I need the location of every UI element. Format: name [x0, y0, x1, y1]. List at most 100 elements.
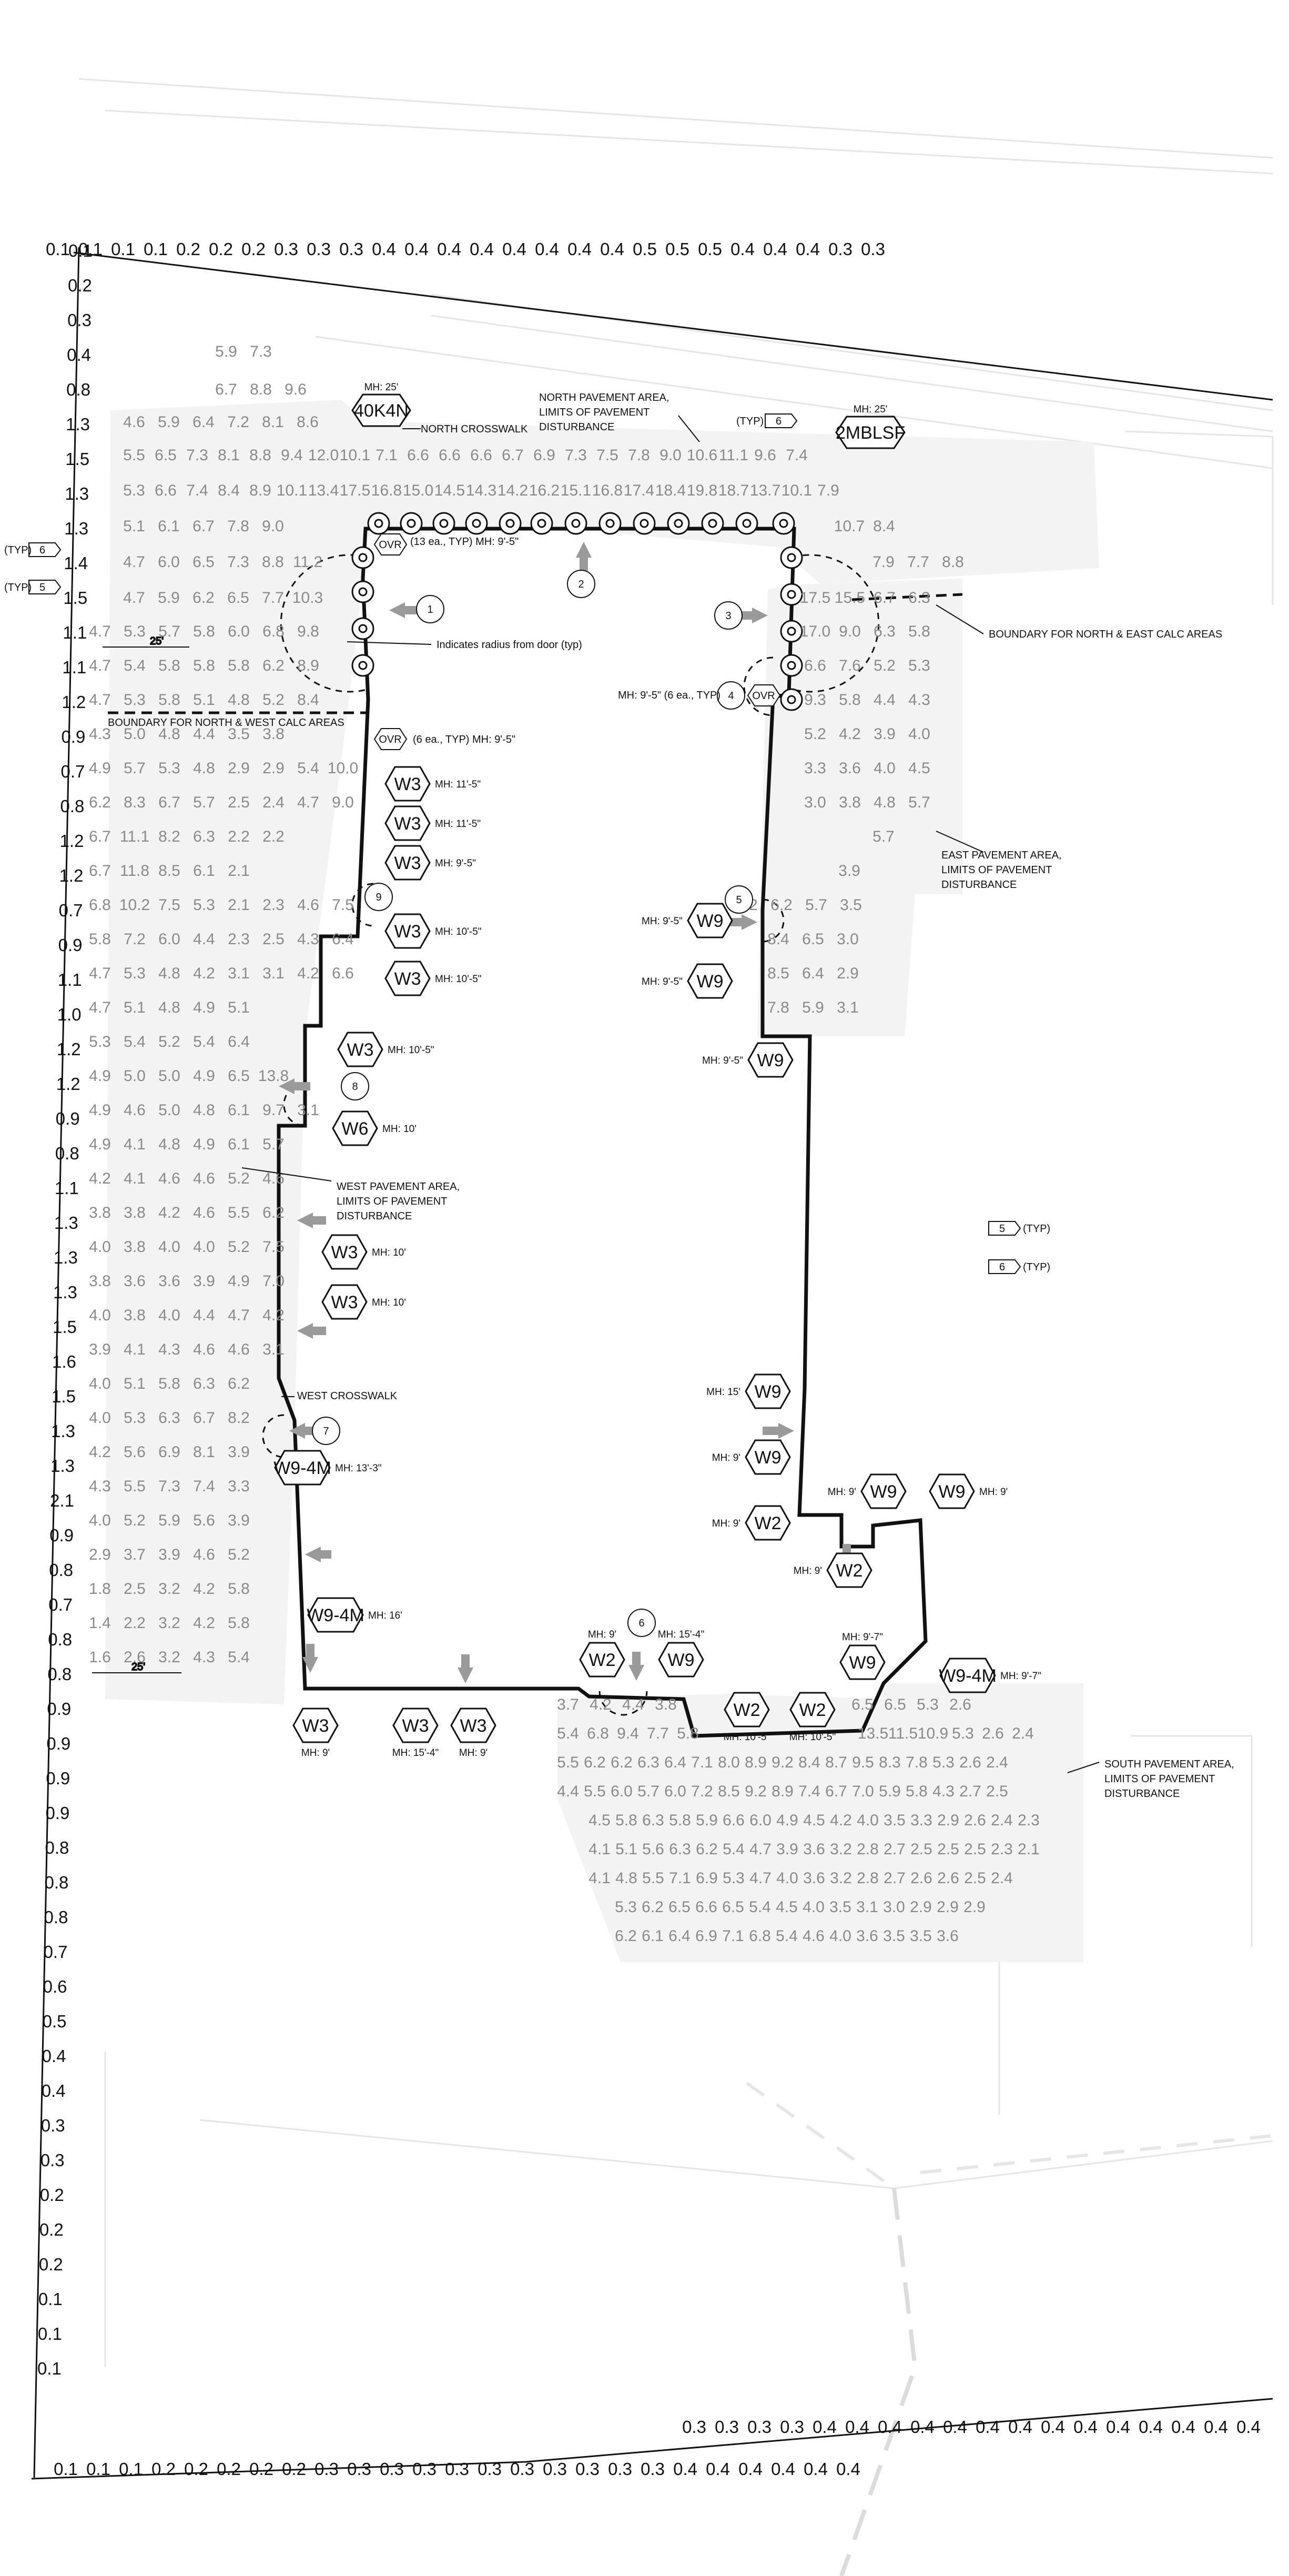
illuminance-value: 4.8 — [158, 725, 180, 743]
illuminance-value: 7.3 — [186, 447, 208, 464]
illuminance-value: 0.1 — [54, 2459, 78, 2479]
illuminance-value: 10.1 — [781, 482, 812, 499]
illuminance-value: 8.5 — [718, 1783, 740, 1800]
fixture-mh: MH: 9'-7" — [1000, 1671, 1041, 1682]
illuminance-value: 2.6 — [910, 1870, 932, 1887]
fixture-type: W2 — [836, 1561, 863, 1581]
illuminance-value: 4.1 — [124, 1170, 146, 1187]
illuminance-value: 4.0 — [158, 1238, 180, 1256]
property-lines — [31, 247, 1273, 2480]
fixture-type: W2 — [755, 1513, 781, 1533]
property-line-value: 1.2 — [56, 1074, 80, 1094]
illuminance-value: 6.2 — [696, 1841, 718, 1858]
illuminance-value: 4.9 — [193, 1136, 215, 1153]
illuminance-value: 2.7 — [884, 1841, 906, 1858]
illuminance-value: 7.5 — [262, 1238, 285, 1256]
ovr-fixture — [780, 688, 803, 711]
illuminance-value: 5.7 — [805, 896, 827, 914]
ovr-tag-north: OVR (13 ea., TYP) MH: 9'-5" — [373, 533, 519, 555]
illuminance-value: 0.4 — [1041, 2417, 1065, 2437]
property-line-value: 0.9 — [45, 1803, 69, 1823]
illuminance-value: 6.5 — [192, 553, 215, 571]
illuminance-value: 6.7 — [825, 1783, 847, 1800]
illuminance-value: 6.6 — [470, 447, 492, 464]
illuminance-value: 3.9 — [228, 1512, 250, 1529]
illuminance-value: 0.4 — [706, 2459, 730, 2479]
illuminance-value: 6.4 — [228, 1033, 250, 1050]
illuminance-value: 4.0 — [908, 725, 930, 743]
illuminance-value: 6.7 — [874, 589, 896, 607]
illuminance-value: 0.3 — [575, 2459, 600, 2479]
illuminance-value: 6.4 — [192, 413, 215, 431]
fixture-type: W3 — [394, 853, 421, 873]
illuminance-value: 9.4 — [617, 1725, 639, 1742]
illuminance-value: 7.4 — [798, 1783, 820, 1800]
illuminance-value: 9.8 — [297, 623, 319, 640]
fixture-type: W9 — [939, 1482, 966, 1502]
illuminance-value: 8.8 — [250, 381, 272, 398]
illuminance-value: 14.3 — [466, 482, 496, 499]
fixture-mh: MH: 10' — [372, 1247, 406, 1258]
illuminance-value: 5.4 — [228, 1649, 250, 1666]
illuminance-value: 4.7 — [89, 999, 111, 1016]
illuminance-value: 4.8 — [615, 1870, 637, 1887]
illuminance-value: 7.3 — [158, 1478, 180, 1495]
fixture-type: 2MBLSF — [836, 423, 905, 443]
illuminance-value: 5.0 — [124, 725, 146, 743]
illuminance-value: 7.3 — [227, 553, 249, 571]
illuminance-value: 7.8 — [227, 518, 249, 535]
illuminance-value: 3.1 — [228, 965, 250, 982]
illuminance-value: 6.3 — [193, 828, 215, 845]
illuminance-value: 0.2 — [217, 2459, 241, 2479]
illuminance-value: 2.3 — [1018, 1812, 1040, 1829]
illuminance-value: 5.7 — [262, 1136, 285, 1153]
illuminance-value: 6.6 — [407, 447, 429, 464]
illuminance-value: 7.8 — [906, 1754, 928, 1771]
property-line-value: 1.3 — [54, 1248, 78, 1267]
fixture-mh: MH: 15'-4" — [658, 1629, 705, 1640]
ovr-fixture — [701, 512, 724, 535]
illuminance-value: 8.8 — [249, 447, 271, 464]
illuminance-value: 4.0 — [89, 1512, 111, 1529]
illuminance-value: 9.3 — [804, 691, 826, 709]
property-line-value: 0.9 — [47, 1699, 71, 1719]
illuminance-value: 5.3 — [615, 1898, 637, 1916]
illuminance-value: 3.9 — [193, 1272, 215, 1290]
illuminance-value: 5.3 — [158, 760, 180, 777]
fixture-mh: MH: 10'-5" — [388, 1045, 434, 1056]
illuminance-value: 7.9 — [872, 553, 895, 571]
property-line-value: 1.2 — [62, 692, 86, 712]
illuminance-value: 7.4 — [786, 447, 808, 464]
illuminance-value: 4.0 — [89, 1375, 111, 1392]
illuminance-value: 5.9 — [215, 343, 237, 360]
ovr-fixture — [564, 512, 587, 535]
fixture-mh: MH: 16' — [368, 1610, 402, 1621]
note-north-pavement: NORTH PAVEMENT AREA, LIMITS OF PAVEMENT … — [539, 392, 669, 433]
fixture-mh: MH: 9'-5" — [702, 1055, 743, 1066]
property-line-value: 1.3 — [51, 1421, 75, 1441]
illuminance-value: 3.1 — [837, 999, 859, 1016]
illuminance-value: 8.2 — [228, 1409, 250, 1427]
illuminance-value: 7.2 — [691, 1783, 713, 1800]
illuminance-value: 4.2 — [193, 965, 215, 982]
illuminance-value: 5.3 — [123, 482, 145, 499]
illuminance-value: 19.8 — [687, 482, 717, 499]
illuminance-value: 5.3 — [89, 1033, 111, 1050]
fixture-mh: MH: 9' — [712, 1452, 740, 1463]
svg-text:5: 5 — [999, 1223, 1005, 1235]
illuminance-value: 8.1 — [262, 413, 284, 431]
illuminance-value: 5.3 — [917, 1696, 939, 1713]
illuminance-value: 3.8 — [124, 1238, 146, 1256]
drawing-notes: NORTH CROSSWALK WEST CROSSWALK Indicates… — [108, 392, 1234, 1800]
illuminance-value: 17.0 — [800, 623, 830, 640]
illuminance-value: 0.4 — [470, 239, 494, 259]
property-line-value: 0.2 — [39, 2220, 64, 2239]
illuminance-value: 6.0 — [158, 931, 180, 948]
illuminance-value: 6.2 — [584, 1754, 606, 1771]
